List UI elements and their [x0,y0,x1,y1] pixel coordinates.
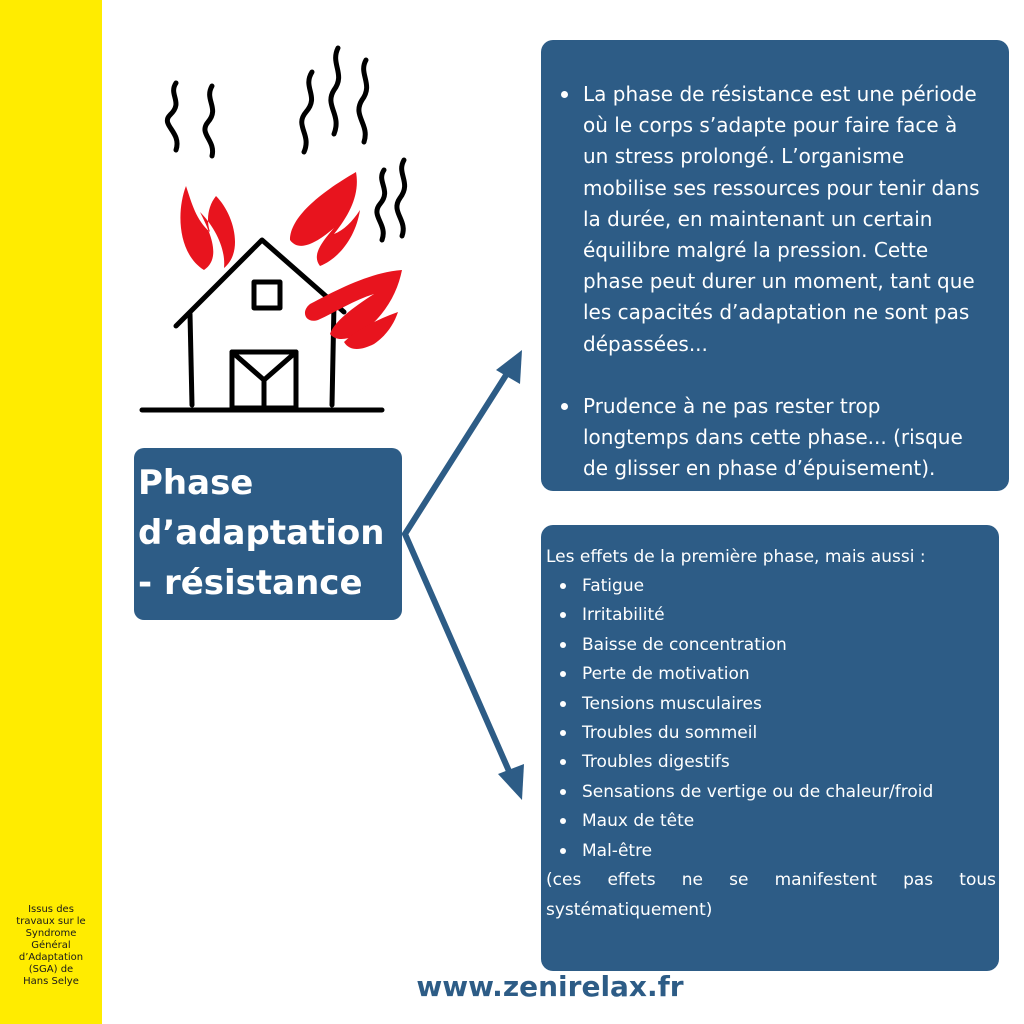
effects-list: Fatigue Irritabilité Baisse de concentra… [559,572,933,866]
credit-line: (SGA) de [28,964,74,975]
description-item: La phase de résistance est une période o… [561,79,1007,360]
text-line: Prudence à ne pas rester trop [583,394,881,418]
yellow-sidebar: Issus des travaux sur le Syndrome Généra… [0,0,102,1024]
text-line: mobilise ses ressources pour tenir dans [583,175,980,200]
website-url: www.zenirelax.fr [416,970,684,1003]
credit-line: Hans Selye [23,976,79,987]
effects-intro: Les effets de la première phase, mais au… [546,547,926,567]
effect-item: Perte de motivation [559,660,933,689]
arrow-down [402,531,515,781]
effects-note: (ces effets ne se manifestent pas tous s… [546,870,996,920]
text-line: les capacités d’adaptation ne sont pas [583,300,970,325]
effect-item: Baisse de concentration [559,631,933,660]
credit-line: Issus des [28,904,74,915]
burning-house-icon [139,45,408,413]
text-line: dépassées... [583,331,708,356]
text-line: la durée, en maintenant un certain [583,206,933,231]
effect-item: Sensations de vertige ou de chaleur/froi… [559,778,933,807]
text-line: phase peut durer un moment, tant que [583,269,975,294]
text-line: longtemps dans cette phase... (risque [583,425,963,450]
effect-item: Troubles digestifs [559,748,933,777]
arrowhead-down [498,764,524,800]
text-line: un stress prolongé. L’organisme [583,144,905,169]
description-item: Prudence à ne pas rester trop longtemps … [561,391,1007,485]
credit-line: travaux sur le [16,916,86,927]
credit-line: Général [31,940,71,951]
effect-item: Tensions musculaires [559,690,933,719]
effect-item: Maux de tête [559,807,933,836]
effect-item: Fatigue [559,572,933,601]
text-line: La phase de résistance est une période [583,82,977,106]
phase-title-line: Phase [138,463,254,503]
credit-line: Syndrome [25,928,77,939]
source-credit: Issus des travaux sur le Syndrome Généra… [6,904,96,988]
text-line: où le corps s’adapte pour faire face à [583,113,958,138]
effect-item: Troubles du sommeil [559,719,933,748]
credit-line: d’Adaptation [18,952,84,963]
text-line: de glisser en phase d’épuisement). [583,456,936,481]
phase-title-box: Phase d’adaptation - résistance [134,448,402,620]
effect-item: Mal-être [559,837,933,866]
arrowhead-up [496,350,522,384]
phase-title-line: - résistance [138,563,363,603]
text-line: équilibre malgré la pression. Cette [583,238,929,263]
phase-title-line: d’adaptation [138,513,385,553]
resistance-description-box: La phase de résistance est une période o… [541,40,1009,491]
effect-item: Irritabilité [559,601,933,630]
effects-box: Les effets de la première phase, mais au… [541,525,999,971]
